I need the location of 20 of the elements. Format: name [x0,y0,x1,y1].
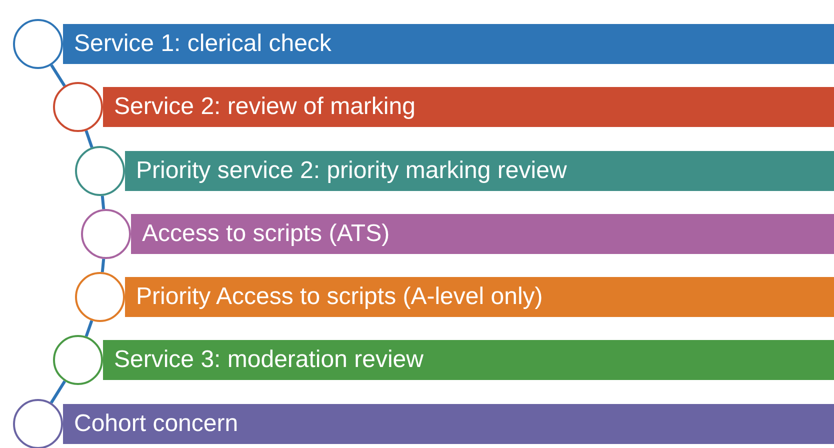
bullet-circle [53,82,103,132]
bullet-circle [13,399,63,448]
connector-line [50,380,66,404]
connector-line [100,258,106,272]
list-bar: Service 3: moderation review [103,340,834,380]
bullet-circle [81,209,131,259]
connector-line [84,320,94,337]
bullet-circle [13,19,63,69]
list-bar: Cohort concern [63,404,834,444]
list-bar: Access to scripts (ATS) [131,214,834,254]
list-bar: Service 2: review of marking [103,87,834,127]
list-bar: Service 1: clerical check [63,24,834,64]
bullet-circle [75,272,125,322]
bullet-circle [75,146,125,196]
connector-line [84,130,94,148]
list-bar: Priority service 2: priority marking review [125,151,834,191]
connector-line [100,196,106,210]
list-bar: Priority Access to scripts (A-level only) [125,277,834,317]
bullet-circle [53,335,103,385]
connector-line [50,64,66,87]
